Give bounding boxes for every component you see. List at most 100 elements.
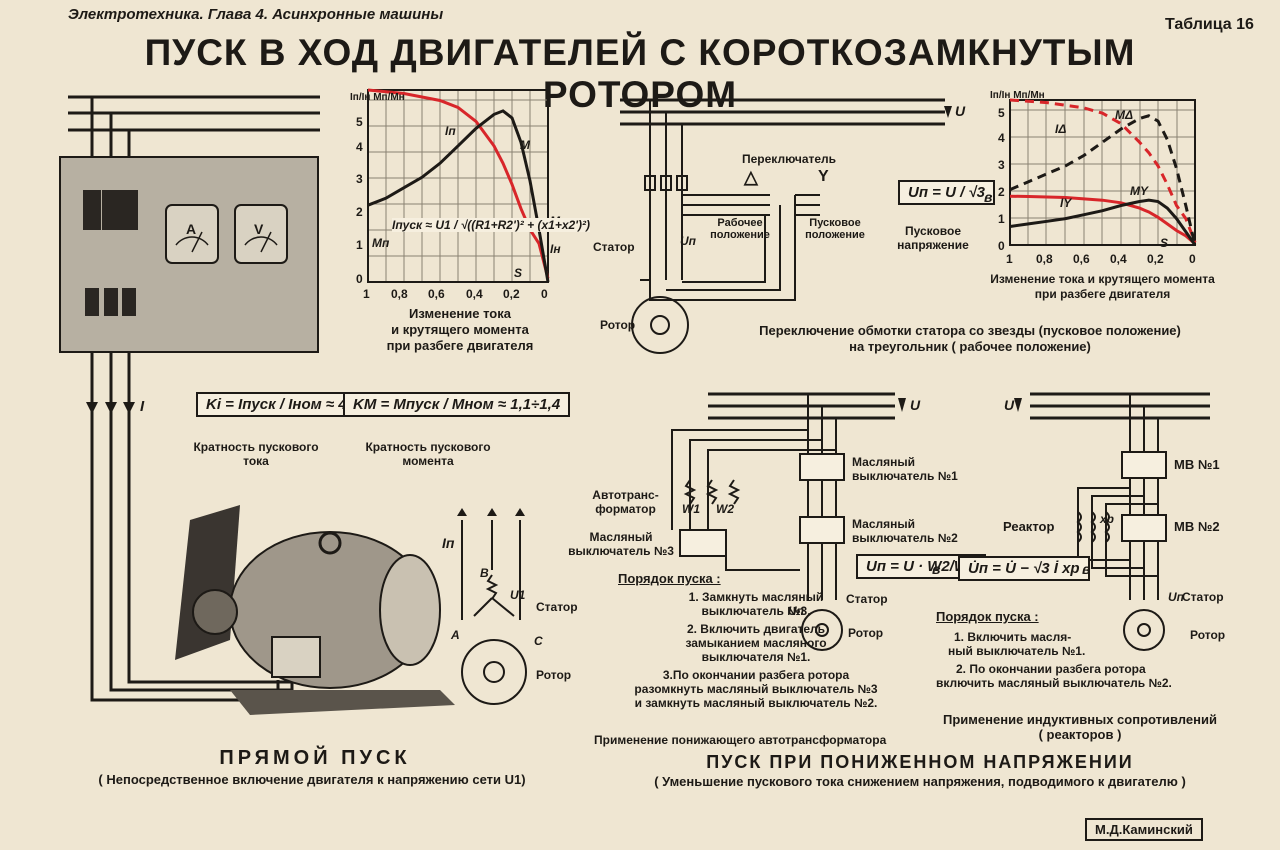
graph1-x-tick-0: 1 [363,287,370,301]
rc-u-label: U [1004,397,1015,413]
mv1-label: МВ №1 [1174,457,1220,472]
voltmeter-label: V [254,221,264,237]
sd-u-label: U [955,103,966,119]
switch-label: Переключатель [742,152,837,166]
graph1-x-tick-3: 0,4 [466,287,483,301]
ip-label: Iп [442,535,455,551]
graph1-x-tick-5: 0 [541,287,548,301]
start-position-label: Пусковое положение [805,217,865,241]
ki-caption: Кратность пускового тока [193,440,319,468]
voltmeter [234,204,288,264]
direct-start-title: ПРЯМОЙ ПУСК [219,747,411,769]
work-position-label: Рабочее положение [710,217,770,241]
xp-label: xp [1100,512,1115,526]
graph1-grid [368,90,548,282]
sd-formula-caption: Пусковое напряжение [897,224,969,252]
point-a-label: A [451,628,460,642]
graph2-x-tick-1: 0,8 [1036,252,1053,266]
triangle-symbol: △ [744,167,758,187]
graph2-y-tick-2: 2 [998,185,1005,199]
graph1-y-tick-4: 4 [356,140,363,154]
rc-up-label: Uп [1168,590,1184,604]
graph2-x-tick-3: 0,4 [1110,252,1127,266]
at-up-label: Uп [788,604,804,618]
mv2-label: МВ №2 [1174,519,1220,534]
at-caption: Применение понижающего автотрансформатор… [594,733,887,747]
direct-rotor-label: Ротор [536,668,572,682]
author-label: М.Д.Каминский [1085,818,1203,841]
w1-label: W1 [682,502,700,516]
rc-steps: 1. Включить масля- ный выключатель №1. 2… [936,630,1172,690]
star-delta-bus [620,98,945,126]
motor-drawing [175,505,455,715]
g2-curves-series-3 [1009,198,1197,246]
reduced-start-subtitle: ( Уменьшение пускового тока снижением на… [654,774,1186,789]
at-u-label: U [910,397,921,413]
autotransformer-bus [708,392,895,420]
point-b-label: B [480,566,489,580]
graph1-y-label: Iп/Iн Mп/Mн [350,92,405,103]
subject-header: Электротехника. Глава 4. Асинхронные маш… [68,6,444,23]
sd-caption: Переключение обмотки статора со звезды (… [759,323,1181,354]
graph1-y-tick-3: 3 [356,172,363,186]
table-number: Таблица 16 [1165,16,1254,33]
rc-formula-unit: в [1082,561,1091,577]
breaker2-label: Масляный выключатель №2 [852,517,958,545]
at-stator-label: Статор [846,592,888,606]
graph1-x-var: S [514,266,523,280]
rc-stator-label: Статор [1182,590,1224,604]
graph1-y-tick-5: 5 [356,115,363,129]
graph2-x-var: S [1160,236,1169,250]
graph1-mp-label: Mп [372,236,390,250]
graph2-y-label: Iп/Iн Mп/Mн [990,90,1045,101]
graph2-y-tick-3: 3 [998,158,1005,172]
graph2-caption: Изменение тока и крутящего момента при р… [990,272,1215,301]
graph1-x-tick-4: 0,2 [503,287,520,301]
graph2-y-tick-1: 1 [998,212,1005,226]
at-order-title: Порядок пуска : [618,571,721,586]
at-formula-unit: в [932,561,941,577]
rc-caption: Применение индуктивных сопротивлений ( р… [943,712,1217,742]
graph1-y-tick-2: 2 [356,205,363,219]
reduced-start-title: ПУСК ПРИ ПОНИЖЕННОМ НАПРЯЖЕНИИ [706,752,1134,772]
autotransformer-label: Автотранс- форматор [592,488,659,516]
g2-curves-series-1 [1009,114,1197,246]
star-symbol: Y [818,168,829,185]
point-c-label: C [534,634,543,648]
graph2-x-tick-4: 0,2 [1147,252,1164,266]
graph1-x-tick-1: 0,8 [391,287,408,301]
graph2-x-tick-5: 0 [1189,252,1196,266]
direct-start-subtitle: ( Непосредственное включение двигателя к… [98,772,526,787]
at-steps: 1. Замкнуть масляный выключатель №3. 2. … [634,590,878,710]
graph2-my-label: MY [1130,184,1148,198]
page-title: ПУСК В ХОД ДВИГАТЕЛЕЙ С КОРОТКОЗАМКНУТЫМ… [144,32,1136,115]
g1-curves-series-1 [367,109,550,283]
graph2-y-tick-0: 0 [998,239,1005,253]
sd-up-label: Uп [680,234,696,248]
graph1-y-tick-1: 1 [356,238,363,252]
at-rotor-label: Ротор [848,626,884,640]
at-formula: Uп = U · W2/W1 [856,554,987,579]
km-caption: Кратность пускового момента [365,440,491,468]
graph2-x-tick-0: 1 [1006,252,1013,266]
graph2-x-tick-2: 0,6 [1073,252,1090,266]
direct-stator-label: Статор [536,600,578,614]
w2-label: W2 [716,502,734,516]
rc-rotor-label: Ротор [1190,628,1226,642]
sd-stator-label: Статор [593,240,635,254]
graph1-curve-i-label: Iп [445,124,456,138]
graph2-md-label: MΔ [1115,108,1134,122]
reactor-bus [1030,392,1210,420]
graph2-y-tick-4: 4 [998,131,1005,145]
graph1-y-tick-0: 0 [356,272,363,286]
graph1-curve-m-label: M [520,138,530,152]
u1-label: U1 [510,588,526,602]
g2-curves-series-0 [1009,98,1197,243]
breaker1-label: Масляный выключатель №1 [852,455,958,483]
graph2-id-label: IΔ [1055,122,1067,136]
current-label-i: I [140,398,145,415]
g2-curves-series-2 [1009,194,1196,245]
breaker3-label: Масляный выключатель №3 [568,530,674,558]
rc-order-title: Порядок пуска : [936,609,1039,624]
